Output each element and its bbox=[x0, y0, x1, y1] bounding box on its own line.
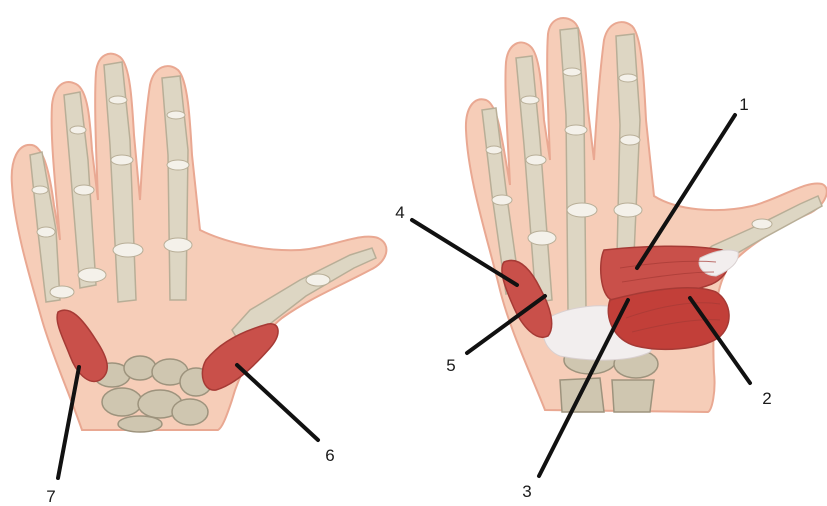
left-hand bbox=[12, 54, 387, 432]
callout-7: 7 bbox=[46, 487, 55, 506]
leader-line-6 bbox=[237, 365, 318, 440]
callout-6: 6 bbox=[325, 446, 334, 465]
callout-3: 3 bbox=[522, 482, 531, 501]
callout-5: 5 bbox=[446, 356, 455, 375]
right-hand bbox=[466, 18, 827, 412]
right-thenar-muscle-lower bbox=[608, 288, 729, 349]
callout-1: 1 bbox=[739, 95, 748, 114]
callout-2: 2 bbox=[762, 389, 771, 408]
callout-4: 4 bbox=[395, 203, 404, 222]
